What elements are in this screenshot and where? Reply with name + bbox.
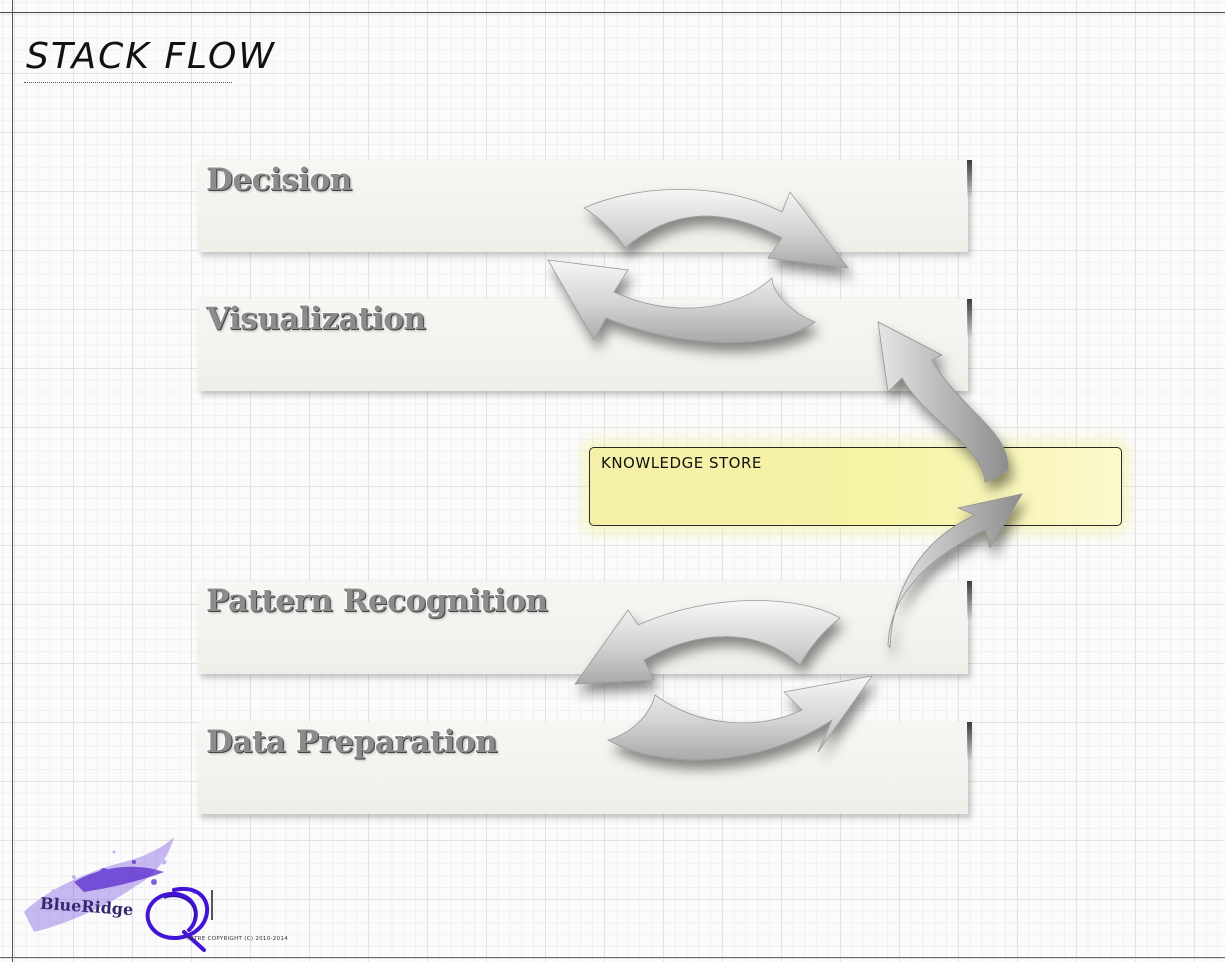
frame-bottom-border xyxy=(0,957,1225,958)
knowledge-store-box: KNOWLEDGE STORE xyxy=(589,447,1122,526)
layer-label-visualization: Visualization xyxy=(206,301,426,337)
layer-band-decision: Decision xyxy=(198,160,972,252)
cycle-arrow-data-preparation-right xyxy=(606,675,873,761)
frame-top-border xyxy=(0,12,1225,13)
store-arrow-from-pattern-recognition xyxy=(887,493,1023,650)
layer-band-pattern-recognition: Pattern Recognition xyxy=(198,581,972,674)
layer-label-data-preparation: Data Preparation xyxy=(206,724,498,760)
page-title: STACK FLOW xyxy=(26,36,276,77)
blue-ridge-logo xyxy=(24,837,213,952)
frame-left-border xyxy=(12,0,13,962)
layer-band-data-preparation: Data Preparation xyxy=(198,722,972,814)
knowledge-store-label: KNOWLEDGE STORE xyxy=(601,454,762,472)
copyright-text: MITRE COPYRIGHT (C) 2010-2014 xyxy=(187,936,289,942)
store-arrow-to-visualization xyxy=(877,321,1009,483)
cycle-arrow-decision-right xyxy=(583,189,849,269)
layer-label-decision: Decision xyxy=(206,162,352,198)
cycle-arrow-visualization-left xyxy=(547,259,816,343)
layer-label-pattern-recognition: Pattern Recognition xyxy=(206,583,548,619)
cycle-arrow-pattern-recognition-left xyxy=(574,600,841,685)
title-underline xyxy=(24,82,232,83)
